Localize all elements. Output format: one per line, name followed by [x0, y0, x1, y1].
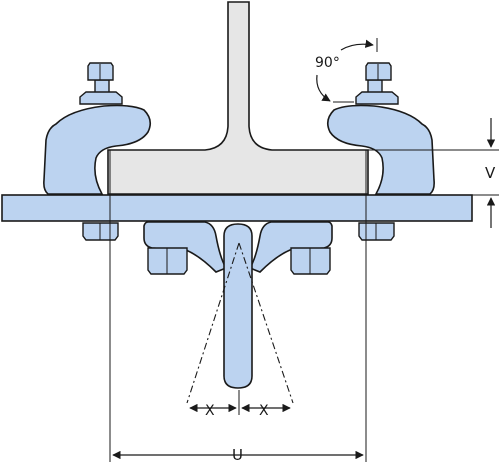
lower-left-nut — [147, 247, 188, 275]
lower-right-nut — [290, 247, 331, 275]
left-clamp — [43, 62, 152, 195]
lower-beam-web — [223, 223, 253, 389]
angle-label: 90° — [315, 55, 340, 71]
base-plate — [1, 194, 473, 222]
x-left-label: X — [205, 403, 215, 419]
sweep-line-left — [186, 242, 240, 404]
sweep-line-right — [238, 242, 294, 404]
u-label: U — [232, 446, 243, 462]
upper-beam — [107, 1, 369, 195]
angle-arc-top — [340, 39, 374, 51]
x-right-label: X — [259, 403, 269, 419]
v-label: V — [485, 164, 496, 182]
lower-right-clamp — [248, 221, 333, 273]
angle-arc-bottom — [316, 74, 331, 102]
lower-left-clamp — [143, 221, 228, 273]
